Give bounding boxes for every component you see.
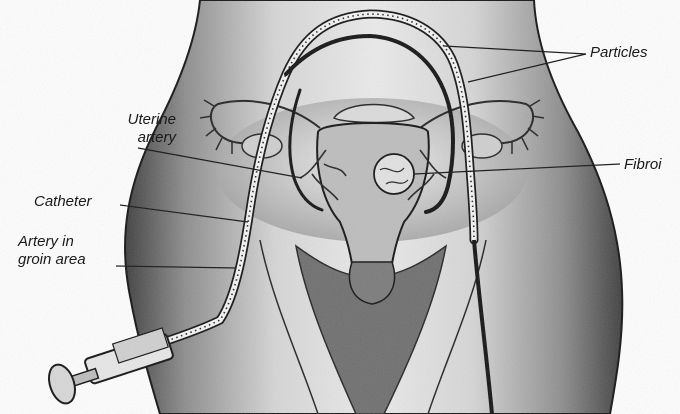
label-uterine-line1: Uterine	[80, 111, 176, 129]
label-particles: Particles	[590, 44, 648, 62]
label-uterine-line2: artery	[80, 129, 176, 147]
label-catheter: Catheter	[34, 193, 92, 211]
label-artery-line2: groin area	[18, 251, 86, 269]
label-fibroid: Fibroi	[624, 156, 662, 174]
label-artery-groin: Artery in groin area	[18, 233, 86, 269]
label-artery-line1: Artery in	[18, 233, 86, 251]
label-uterine-artery: Uterine artery	[80, 111, 176, 147]
